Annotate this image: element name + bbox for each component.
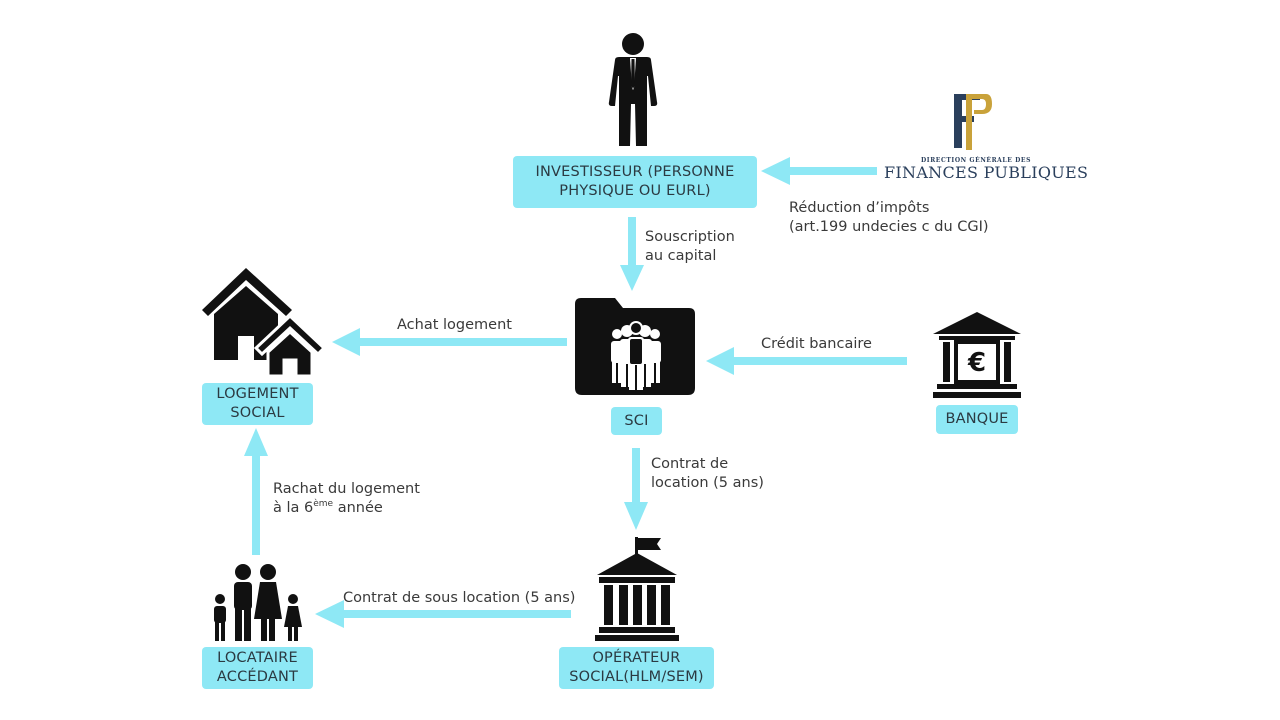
houses-icon [202, 268, 327, 378]
souscription-line2: au capital [645, 248, 717, 264]
rachat-line2-pre: à la 6 [273, 500, 314, 516]
investisseur-label-line1: INVESTISSEUR (PERSONNE [535, 164, 735, 180]
logement-label-line2: SOCIAL [230, 405, 285, 421]
svg-text:€: € [967, 348, 986, 378]
arrow-souscription [620, 217, 644, 291]
operateur-node: OPÉRATEUR SOCIAL(HLM/SEM) [559, 647, 714, 689]
arrow-achat [332, 328, 567, 356]
group-folder-icon [575, 298, 695, 395]
souscription-line1: Souscription [645, 229, 735, 245]
contrat-line2: location (5 ans) [651, 475, 764, 491]
rachat-line1: Rachat du logement [273, 481, 420, 497]
logement-label-line1: LOGEMENT [216, 386, 299, 402]
rachat-line2-sup: ème [313, 499, 334, 510]
logement-node: LOGEMENT SOCIAL [202, 383, 313, 425]
investisseur-label-line2: PHYSIQUE OU EURL) [559, 183, 711, 199]
sci-node: SCI [611, 407, 662, 435]
person-icon [608, 33, 658, 146]
finances-publiques-logo [954, 94, 992, 150]
locataire-label-line1: LOCATAIRE [217, 650, 298, 666]
rachat-line2-post: année [333, 500, 383, 516]
locataire-label-line2: ACCÉDANT [216, 669, 299, 685]
contrat-line1: Contrat de [651, 456, 729, 472]
locataire-node: LOCATAIRE ACCÉDANT [202, 647, 313, 689]
achat-label: Achat logement [397, 317, 512, 333]
credit-label: Crédit bancaire [761, 336, 872, 352]
banque-node: BANQUE [936, 405, 1018, 434]
operateur-label-line2: SOCIAL(HLM/SEM) [569, 669, 704, 685]
contrat-label: Contrat de location (5 ans) [651, 455, 764, 493]
rachat-line2: à la 6ème année [273, 499, 420, 518]
investisseur-node: INVESTISSEUR (PERSONNE PHYSIQUE OU EURL) [513, 156, 757, 208]
arrow-sous-location [315, 600, 571, 628]
sous-location-label: Contrat de sous location (5 ans) [343, 590, 576, 606]
arrow-credit [706, 347, 907, 375]
arrow-reduction [761, 157, 877, 185]
reduction-line1: Réduction d’impôts [789, 200, 930, 216]
logo-big-text: FINANCES PUBLIQUES [884, 163, 1089, 182]
reduction-label: Réduction d’impôts (art.199 undecies c d… [789, 199, 989, 237]
family-icon [214, 564, 302, 641]
reduction-line2: (art.199 undecies c du CGI) [789, 219, 989, 235]
bank-euro-icon: € [933, 312, 1021, 398]
arrow-contrat [624, 448, 648, 530]
rachat-label: Rachat du logement à la 6ème année [273, 480, 420, 518]
arrow-rachat [244, 428, 268, 555]
souscription-label: Souscription au capital [645, 228, 735, 266]
operateur-label-line1: OPÉRATEUR [592, 650, 681, 666]
logo-small-text: DIRECTION GÉNÉRALE DES [921, 157, 1032, 164]
government-building-icon [595, 537, 679, 641]
